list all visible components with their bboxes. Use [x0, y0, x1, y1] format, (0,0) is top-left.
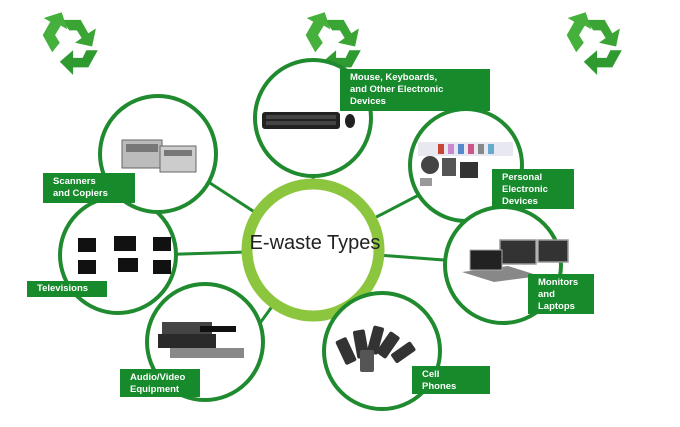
keyboard-icon	[262, 112, 340, 129]
label-audio-video: Audio/Video Equipment	[120, 369, 200, 397]
label-monitors-laptops: Monitors and Laptops	[528, 274, 594, 314]
mouse-icon	[345, 114, 355, 128]
televisions-icon	[78, 236, 171, 274]
label-televisions: Televisions	[27, 281, 107, 297]
recycle-icon	[566, 12, 622, 75]
scanners-copiers-icon	[121, 139, 197, 173]
center-ring	[241, 178, 385, 322]
monitor-laptop-icon	[462, 239, 569, 282]
audio-video-icon	[158, 322, 244, 358]
label-mouse-keyboards: Mouse, Keyboards, and Other Electronic D…	[340, 69, 490, 111]
cell-phones-icon	[335, 325, 416, 372]
label-scanners-copiers: Scanners and Copiers	[43, 173, 135, 203]
label-personal-devices: Personal Electronic Devices	[492, 169, 574, 209]
recycle-icon	[42, 12, 98, 75]
label-cell-phones: Cell Phones	[412, 366, 490, 394]
personal-devices-icon	[418, 142, 513, 186]
center-title: E-waste Types	[249, 232, 381, 254]
